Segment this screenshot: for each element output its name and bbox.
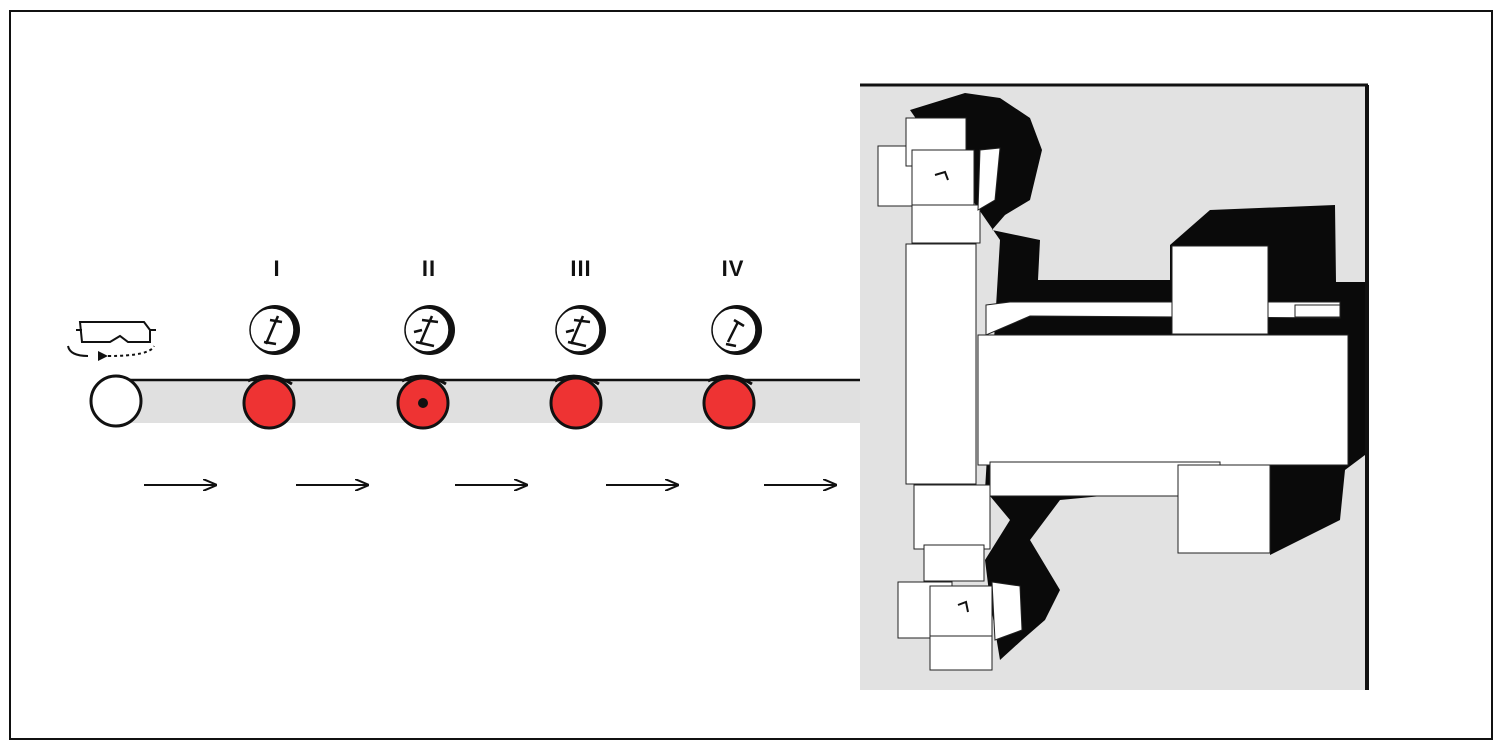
stage-node-4 [702,374,756,430]
stage-label-3: III [570,256,592,281]
stage-icon-4 [711,305,762,355]
stage-label-2: II [421,256,437,281]
stage-node-3 [549,374,603,430]
stage-node-2 [396,374,450,430]
stage-icon-2 [404,305,455,355]
stage-icon-3 [555,305,606,355]
stage-icon-1 [249,305,300,355]
stage-node-2-dot [418,398,428,408]
vr-headset-rotate-icon [67,321,156,361]
room-model-icon [860,83,1369,690]
stage-label-4: IV [721,256,745,281]
stage-node-1 [242,374,296,430]
start-node [89,374,143,428]
stage-label-1: I [273,256,281,281]
